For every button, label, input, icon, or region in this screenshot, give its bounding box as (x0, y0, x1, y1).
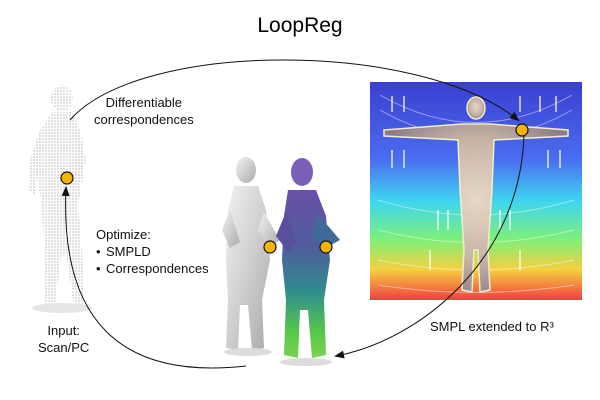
optimize-item-smpld: SMPLD (96, 243, 209, 260)
colored-mesh-human-icon (276, 158, 340, 366)
optimize-heading: Optimize: (96, 227, 151, 242)
differentiable-correspondences-label: Differentiable correspondences (94, 94, 194, 128)
optimize-item-correspondences: Correspondences (96, 260, 209, 277)
input-line-1: Input: (47, 323, 80, 338)
optimize-list: SMPLD Correspondences (96, 243, 209, 277)
point-cloud-human-icon (28, 85, 86, 306)
input-line-2: Scan/PC (38, 340, 90, 355)
smpl-distance-field-icon (370, 82, 582, 300)
differentiable-line-2: correspondences (94, 112, 194, 127)
smpl-extended-label: SMPL extended to R³ (430, 319, 554, 334)
diagram-title: LoopReg (257, 14, 343, 37)
correspondence-marker-colored-mesh (319, 240, 333, 254)
optimize-label: Optimize: SMPLD Correspondences (96, 226, 209, 277)
gray-mesh-human-icon (222, 157, 280, 356)
input-label: Input: Scan/PC (38, 322, 89, 356)
arrow-smpl-to-meshes (334, 134, 525, 359)
correspondence-marker-scan (60, 171, 74, 185)
differentiable-line-1: Differentiable (105, 95, 183, 110)
correspondence-marker-smpl (515, 123, 529, 137)
arrow-meshes-to-scan (61, 186, 247, 369)
arrow-scan-to-smpl (69, 59, 520, 122)
correspondence-marker-gray-mesh (263, 240, 277, 254)
scan-shadow (32, 303, 92, 313)
